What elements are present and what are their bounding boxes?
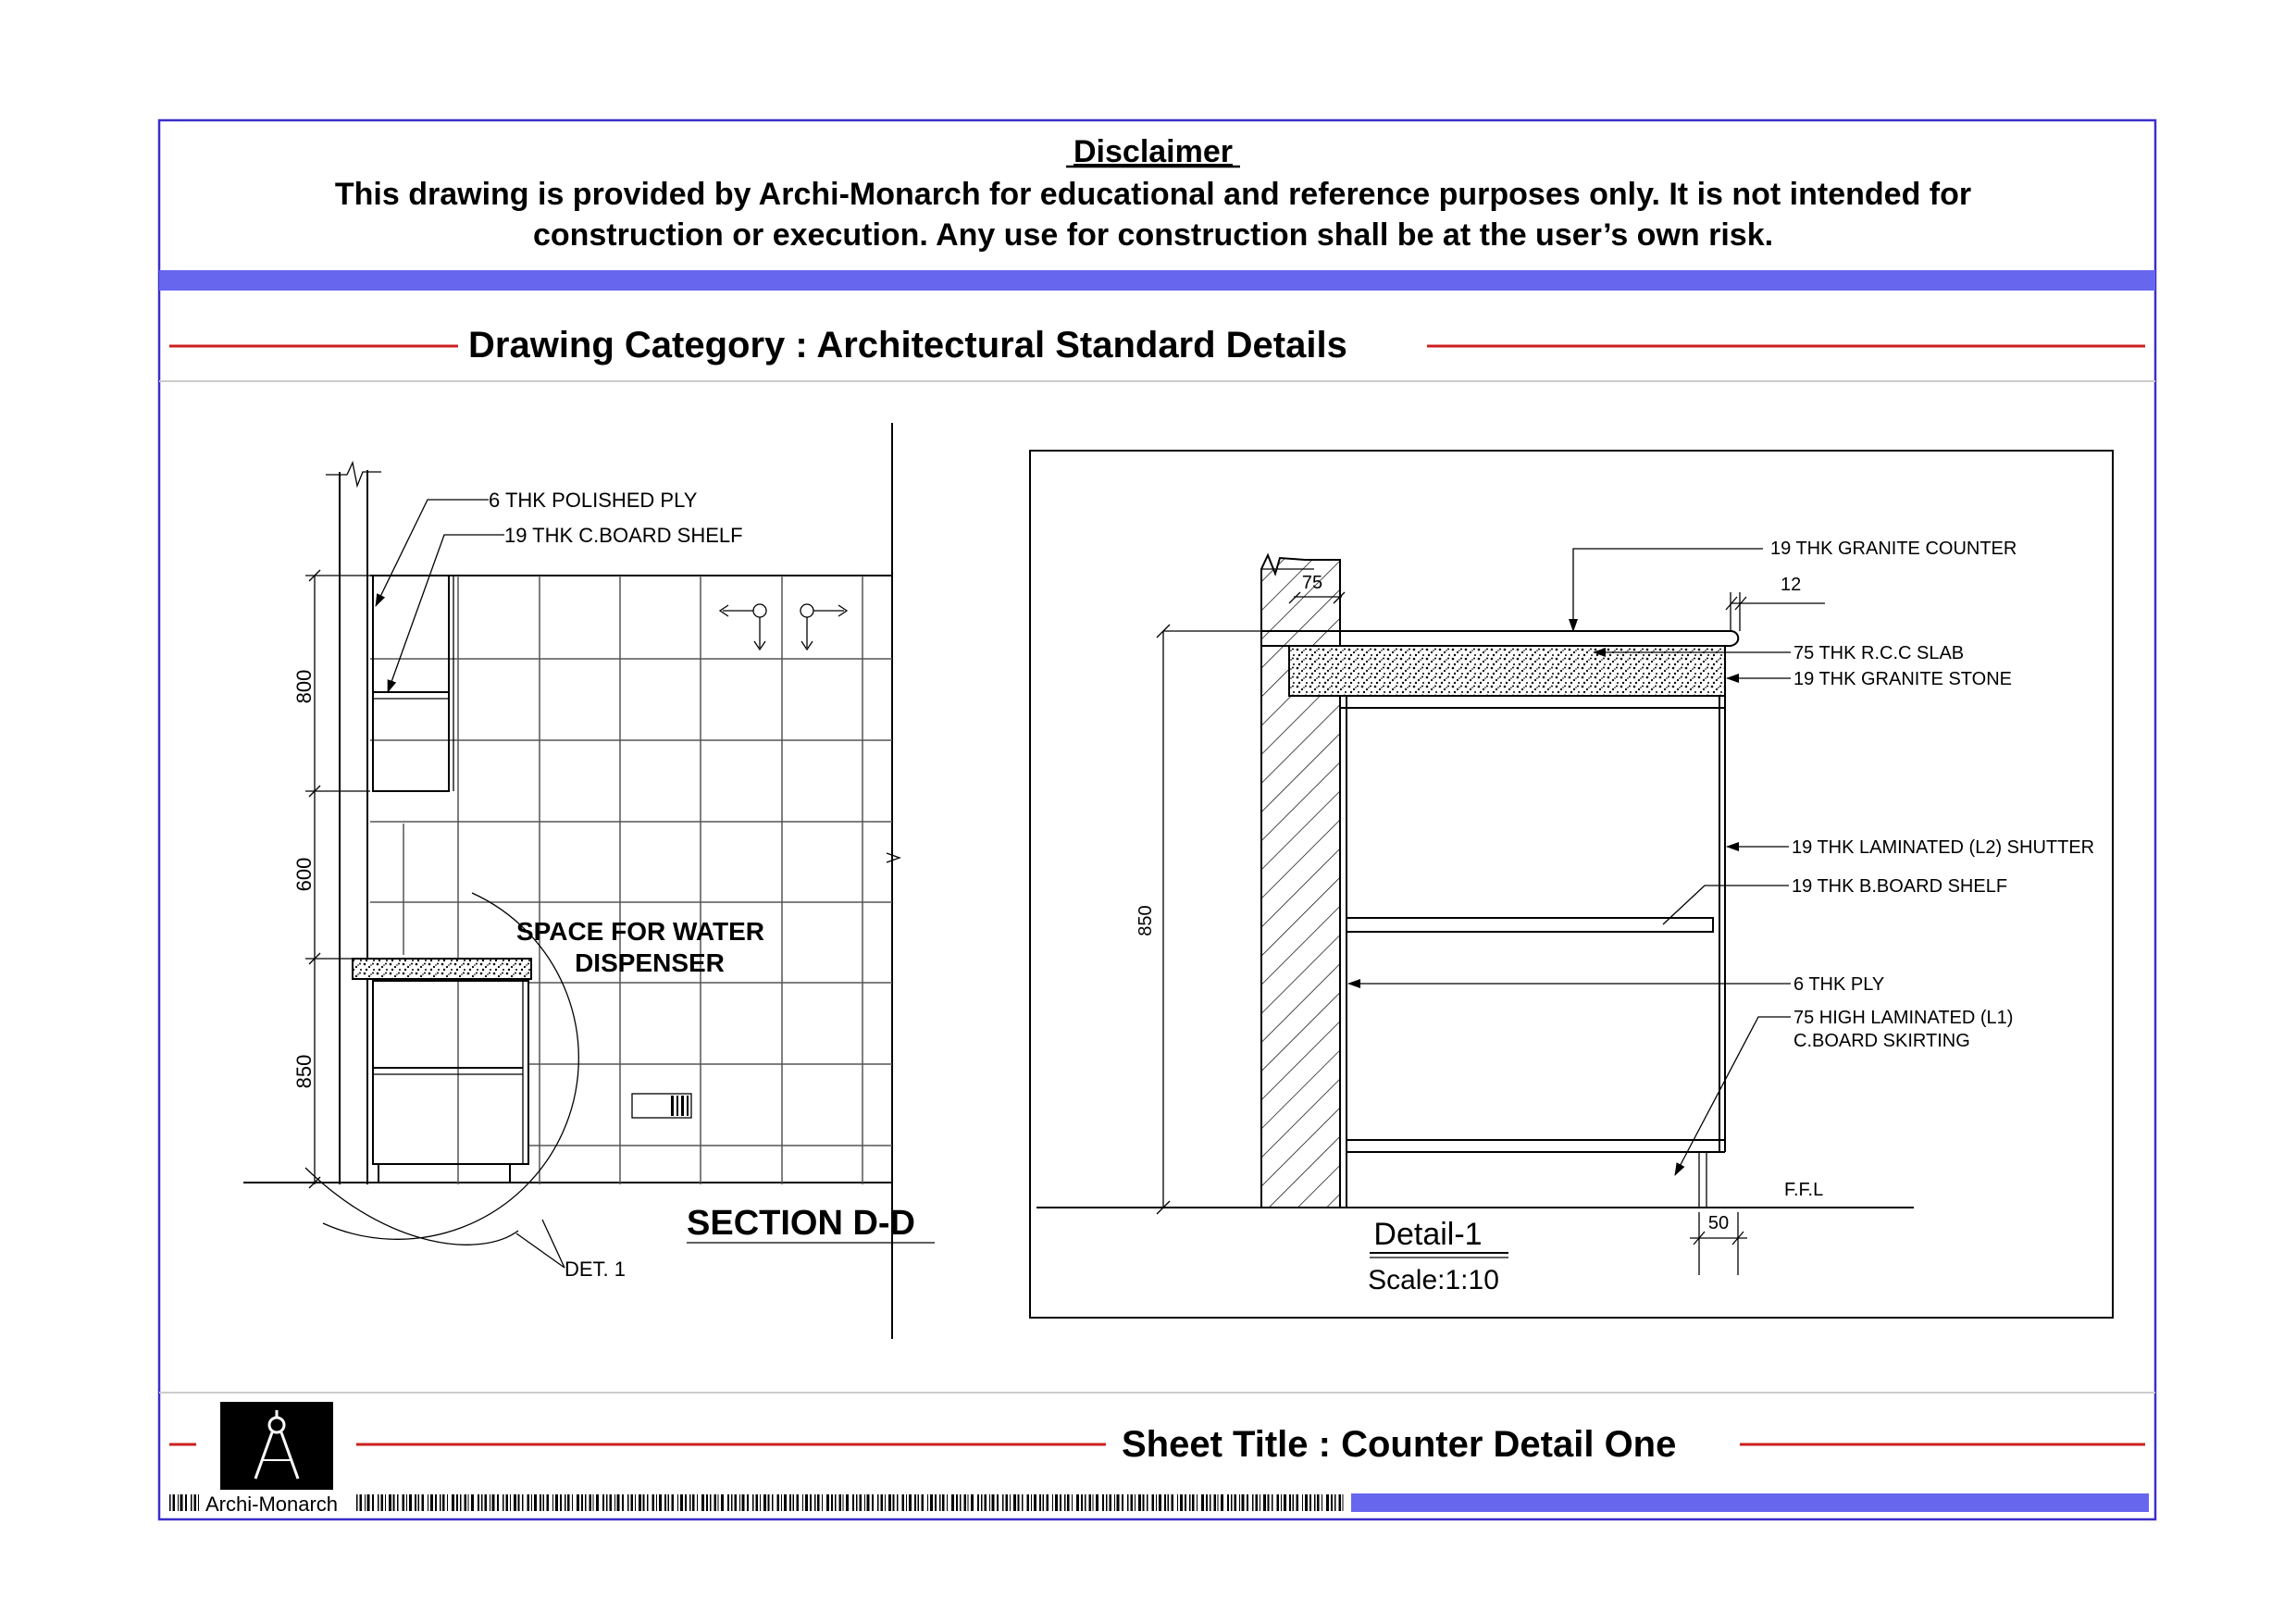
dim-12: 12	[1781, 575, 1801, 595]
dim-50: 50	[1708, 1213, 1729, 1233]
footer-band	[1351, 1493, 2149, 1512]
detail-title: Detail-1	[1373, 1217, 1482, 1252]
disclaimer-heading: Disclaimer	[1074, 134, 1233, 169]
detail-callout-circle	[322, 892, 579, 1240]
hatched-wall	[1260, 552, 1341, 1208]
disclaimer-block: Disclaimer This drawing is provided by A…	[335, 134, 1971, 253]
dim-800: 800	[292, 670, 316, 704]
granite-counter-label: 19 THK GRANITE COUNTER	[1770, 539, 2017, 559]
cabinet-body	[1346, 696, 1726, 1208]
skirting-label-1: 75 HIGH LAMINATED (L1)	[1793, 1008, 2013, 1028]
water-space-line-2: DISPENSER	[575, 948, 725, 977]
disclaimer-line-2: construction or execution. Any use for c…	[533, 217, 1773, 253]
base-counter	[352, 958, 532, 1183]
sheet-border	[157, 118, 2157, 1521]
barcode-strip-right	[356, 1494, 1344, 1511]
water-space-line-1: SPACE FOR WATER	[516, 917, 764, 946]
det-1-label: DET. 1	[565, 1258, 626, 1281]
dim-850: 850	[292, 1055, 316, 1089]
cboard-shelf-label: 19 THK C.BOARD SHELF	[504, 524, 743, 547]
section-title: SECTION D-D	[687, 1204, 915, 1243]
polished-ply-label: 6 THK POLISHED PLY	[489, 489, 698, 512]
tile-grid	[370, 575, 892, 1184]
drawing-category: Drawing Category : Architectural Standar…	[169, 325, 2145, 365]
section-dimensions: 800 600 850	[292, 569, 370, 1189]
rcc-slab	[1288, 645, 1726, 697]
dim-850-detail: 850	[1136, 905, 1156, 935]
ply-label: 6 THK PLY	[1793, 974, 1884, 995]
bboard-shelf-label: 19 THK B.BOARD SHELF	[1792, 876, 2007, 897]
dim-600: 600	[292, 858, 316, 892]
category-title: Drawing Category : Architectural Standar…	[468, 325, 1347, 365]
socket-symbols	[718, 603, 849, 651]
bboard-shelf	[1346, 917, 1714, 933]
footer: Sheet Title : Counter Detail One Archi-M…	[169, 1402, 2149, 1516]
switch-box	[631, 1093, 692, 1119]
granite-counter	[1261, 630, 1740, 647]
disclaimer-band	[159, 270, 2155, 291]
disclaimer-line-1: This drawing is provided by Archi-Monarc…	[335, 177, 1971, 212]
brand-name: Archi-Monarch	[205, 1493, 338, 1516]
dim-75: 75	[1302, 573, 1322, 593]
shutter-label: 19 THK LAMINATED (L2) SHUTTER	[1792, 837, 2094, 858]
section-d-d-drawing: DET. 1 SPACE FOR WATER DISPENSER 6 THK P…	[243, 423, 935, 1339]
granite-stone-label: 19 THK GRANITE STONE	[1793, 669, 2012, 689]
sheet-title: Sheet Title : Counter Detail One	[1122, 1424, 1676, 1465]
barcode-strip-left	[169, 1494, 199, 1511]
wall-shelf-unit	[372, 575, 454, 792]
detail-scale: Scale:1:10	[1368, 1265, 1499, 1295]
detail-1-drawing: 75 850 12	[1029, 450, 2114, 1319]
skirting-label-2: C.BOARD SKIRTING	[1793, 1031, 1970, 1051]
archi-monarch-logo	[220, 1402, 333, 1490]
detail-frame	[1029, 450, 2114, 1319]
wall-break-symbol	[326, 460, 381, 489]
counter-granite-top	[352, 958, 532, 980]
rcc-slab-label: 75 THK R.C.C SLAB	[1793, 643, 1964, 663]
ffl-label: F.F.L	[1784, 1180, 1823, 1200]
